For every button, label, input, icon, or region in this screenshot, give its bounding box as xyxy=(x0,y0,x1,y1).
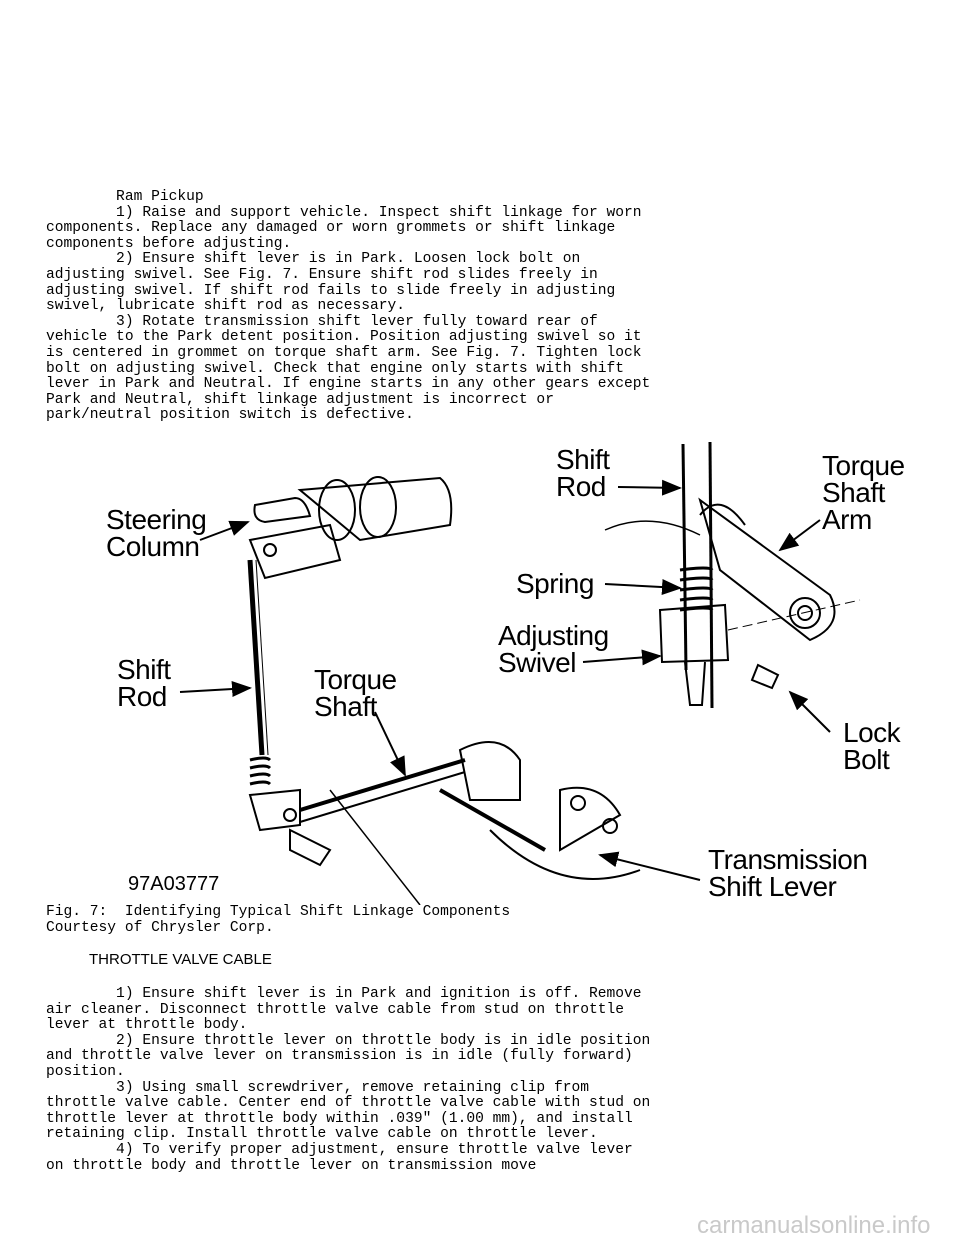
figure-id: 97A03777 xyxy=(128,873,220,895)
shift-linkage-diagram xyxy=(179,441,861,905)
label-adjusting-swivel: Adjusting Swivel xyxy=(498,620,609,678)
label-shift-rod-top: Shift Rod xyxy=(556,444,610,502)
section-heading: THROTTLE VALVE CABLE xyxy=(89,951,272,968)
watermark: carmanualsonline.info xyxy=(697,1212,931,1239)
label-torque-shaft: Torque Shaft xyxy=(314,664,397,722)
label-transmission-shift-lever: Transmission Shift Lever xyxy=(708,844,868,902)
figure-caption: Fig. 7: Identifying Typical Shift Linkag… xyxy=(46,904,511,936)
label-steering-column: Steering Column xyxy=(106,504,207,562)
label-torque-shaft-arm: Torque Shaft Arm xyxy=(822,450,905,535)
procedure-text-shift-linkage: Ram Pickup 1) Raise and support vehicle.… xyxy=(46,189,651,424)
procedure-text-throttle-valve: 1) Ensure shift lever is in Park and ign… xyxy=(46,986,651,1174)
label-shift-rod-left: Shift Rod xyxy=(117,654,171,712)
label-lock-bolt: Lock Bolt xyxy=(843,717,901,775)
label-spring: Spring xyxy=(516,568,594,599)
